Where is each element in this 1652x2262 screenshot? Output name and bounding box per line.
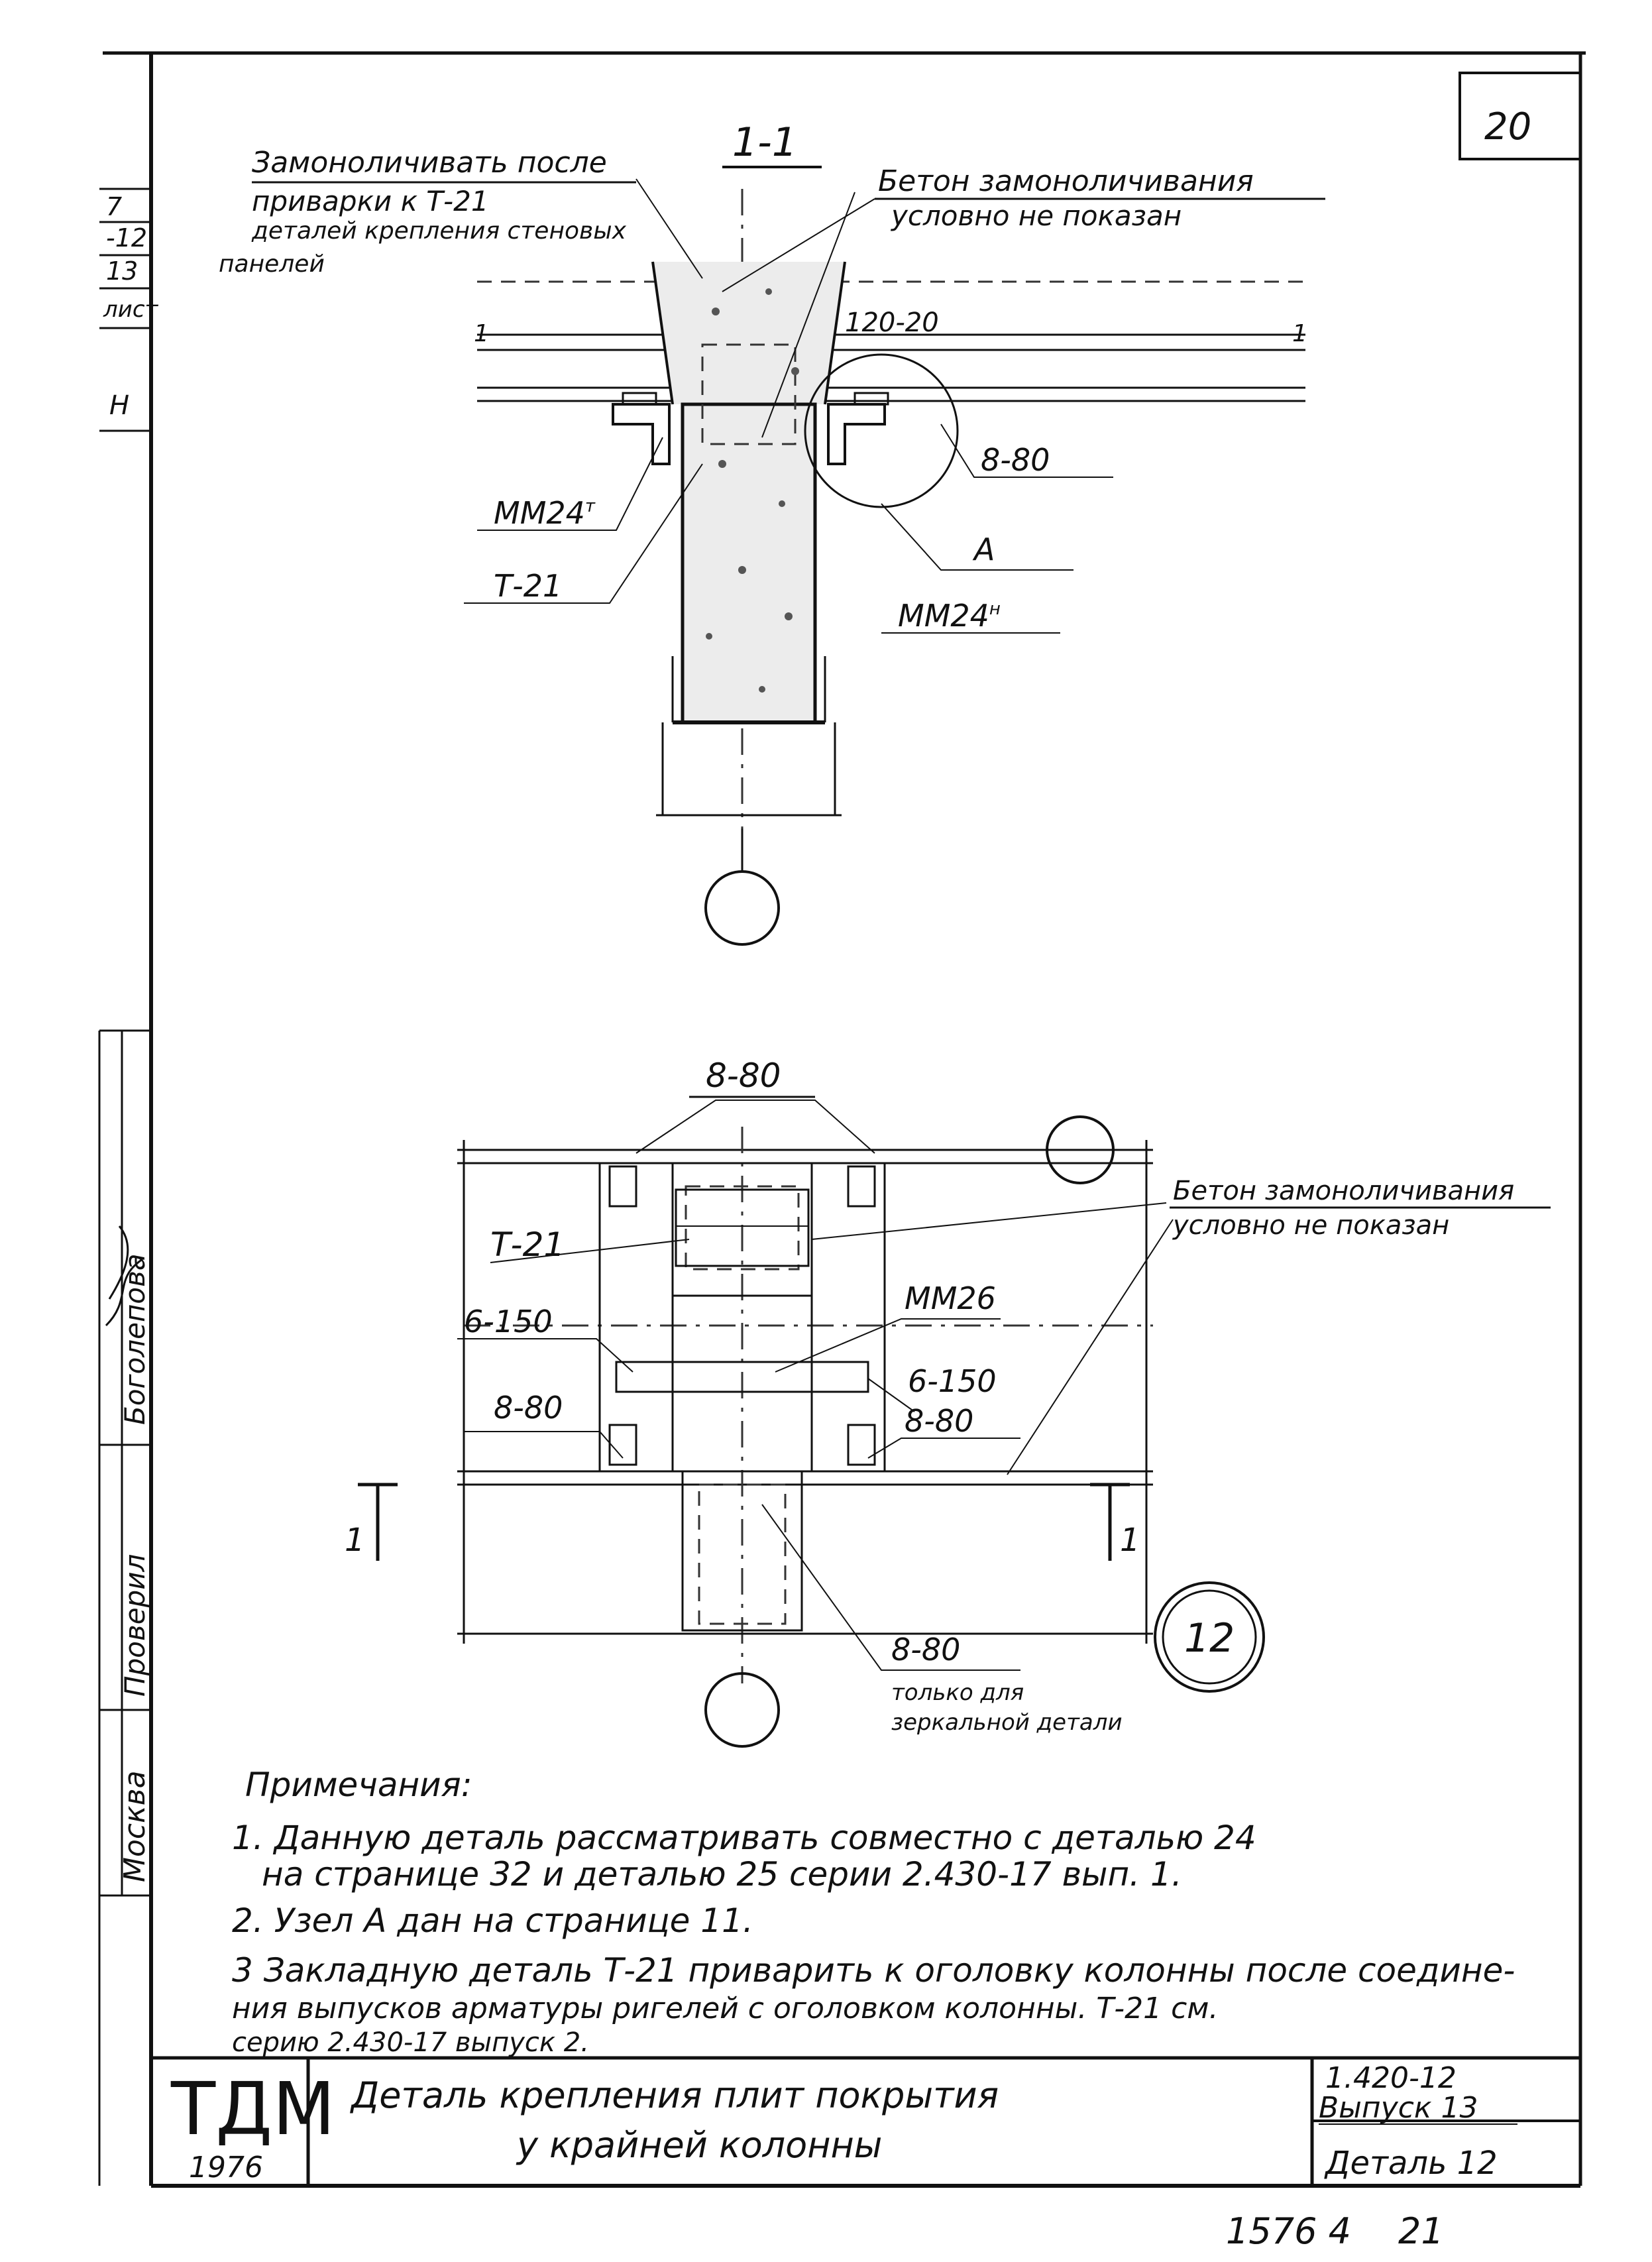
section-top-drawing xyxy=(464,178,1305,946)
label-t21-top: Т-21 xyxy=(494,568,562,604)
plan-drawing xyxy=(358,1100,1265,1748)
sheet-frame xyxy=(103,51,1586,2188)
footer-code: 1576 4 xyxy=(1226,2210,1351,2252)
margin-row-5: Н xyxy=(109,390,129,421)
note-concrete-top-line2: условно не показан xyxy=(890,199,1182,232)
plan-label-8-80-bottom: 8-80 xyxy=(891,1632,960,1668)
margin-row-1: 7 xyxy=(106,192,122,221)
title-year: 1976 xyxy=(189,2151,263,2184)
plan-note-concrete-line2: условно не показан xyxy=(1172,1210,1449,1241)
margin-name-1: Боголепова xyxy=(119,1253,151,1425)
label-mm24t: ММ24т xyxy=(494,495,596,531)
note-grout-line3: деталей крепления стеновых xyxy=(251,217,627,245)
label-node-a: А xyxy=(972,532,995,567)
plan-label-6-150-left: 6-150 xyxy=(464,1304,553,1339)
margin-row-2: -12 xyxy=(106,223,147,253)
title-issue: Выпуск 13 xyxy=(1319,2091,1478,2125)
detail-circle-number: 12 xyxy=(1184,1615,1235,1662)
plan-label-mm26: ММ26 xyxy=(905,1280,996,1316)
note-grout-line2: приварки к Т-21 xyxy=(252,185,489,217)
note-line-5: ния выпусков арматуры ригелей с оголовко… xyxy=(232,1992,1218,2025)
title-logo: ТДМ xyxy=(170,2066,335,2151)
margin-city: Москва xyxy=(118,1770,152,1882)
section-mark-left-top: 1 xyxy=(474,320,489,347)
sheet-number: 20 xyxy=(1484,105,1531,148)
plan-note-concrete-line1: Бетон замоноличивания xyxy=(1173,1176,1514,1206)
label-mm24h: ММ24н xyxy=(898,598,1001,634)
note-line-1: 1. Данную деталь рассматривать совместно… xyxy=(232,1819,1256,1857)
note-line-3: 2. Узел А дан на странице 11. xyxy=(232,1901,753,1940)
margin-row-3: 13 xyxy=(106,256,138,286)
footer-page: 21 xyxy=(1398,2210,1444,2252)
margin-signature xyxy=(105,1225,143,1327)
plan-label-8-80-top: 8-80 xyxy=(706,1056,781,1095)
notes-heading: Примечания: xyxy=(245,1766,472,1804)
section-mark-right-top: 1 xyxy=(1292,320,1307,347)
margin-role-1: Проверил xyxy=(119,1554,151,1697)
note-line-6: серию 2.430-17 выпуск 2. xyxy=(232,2027,589,2058)
plan-section-mark-left: 1 xyxy=(345,1522,365,1559)
plan-label-t21: Т-21 xyxy=(490,1225,565,1264)
note-line-2: на странице 32 и деталью 25 серии 2.430-… xyxy=(262,1855,1182,1894)
title-series: 1.420-12 xyxy=(1325,2061,1457,2095)
note-grout-line4: панелей xyxy=(219,251,325,278)
plan-note-mirror-line2: зеркальной детали xyxy=(891,1709,1123,1736)
plan-label-6-150-right: 6-150 xyxy=(908,1363,997,1399)
plan-label-8-80-right: 8-80 xyxy=(905,1403,973,1439)
plan-note-mirror-line1: только для xyxy=(891,1679,1024,1706)
title-line-2: у крайней колонны xyxy=(516,2124,882,2166)
title-block xyxy=(151,2056,1580,2186)
margin-stamp xyxy=(98,188,151,2186)
note-concrete-top-line1: Бетон замоноличивания xyxy=(878,164,1254,198)
note-grout-line1: Замоноличивать после xyxy=(252,146,607,180)
margin-row-4: лист xyxy=(103,296,159,323)
section-title: 1-1 xyxy=(732,119,797,166)
title-detail: Деталь 12 xyxy=(1324,2145,1498,2182)
title-line-1: Деталь крепления плит покрытия xyxy=(350,2074,999,2116)
dim-120-20: 120-20 xyxy=(845,308,939,338)
plan-section-mark-right: 1 xyxy=(1120,1522,1140,1559)
label-8-80-top: 8-80 xyxy=(981,442,1050,478)
plan-label-8-80-left: 8-80 xyxy=(494,1390,563,1426)
note-line-4: 3 Закладную деталь Т-21 приварить к огол… xyxy=(232,1951,1515,1990)
